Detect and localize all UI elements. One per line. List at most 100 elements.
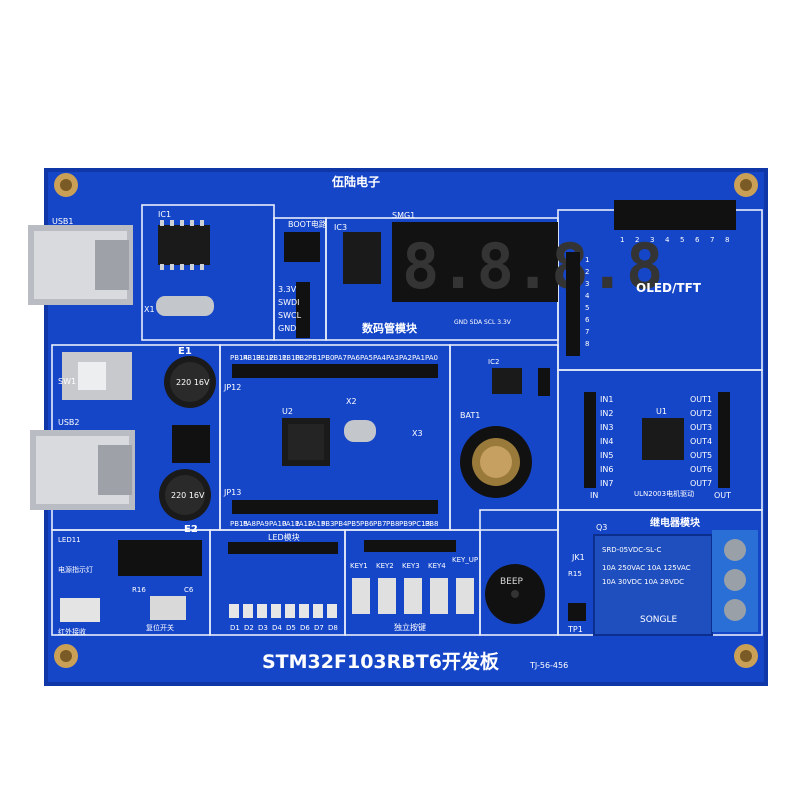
capacitor-e1 <box>164 356 216 408</box>
swd-label-2: SWDI <box>278 298 300 307</box>
jp13-pin: PB3 <box>321 520 334 528</box>
bat-label: BAT1 <box>460 411 480 420</box>
smg-pin-6: 6 <box>585 316 590 324</box>
led-name: D2 <box>244 624 254 632</box>
jp12-pin: PA3 <box>386 354 399 362</box>
oled-pin-6: 6 <box>695 236 700 244</box>
ic2-label: IC2 <box>488 358 499 366</box>
boot-label: BOOT电路 <box>288 219 327 229</box>
key-label: KEY4 <box>428 562 446 570</box>
jp13-pin: PB15 <box>230 520 248 528</box>
led-name: D4 <box>272 624 282 632</box>
out-label: OUT <box>714 491 731 500</box>
power-header <box>118 540 202 576</box>
jp13-pin-labels: PB15 PA8 PA9 PA10 PA11 PA12 PA15 PB3 PB4… <box>230 520 438 528</box>
relay-rating-ac: 10A 250VAC 10A 125VAC <box>602 564 691 572</box>
key-label: KEY2 <box>376 562 394 570</box>
ir-receiver <box>60 598 100 622</box>
ic3-label: IC3 <box>334 223 347 232</box>
jp12-label: JP12 <box>223 383 241 392</box>
jp13-pin: PA11 <box>282 520 299 528</box>
tp1-label: TP1 <box>567 625 583 634</box>
jp13-pin: PB8 <box>425 520 438 528</box>
led-header <box>228 542 338 554</box>
jp12-pin: PA1 <box>412 354 425 362</box>
jp13-pin: PA9 <box>256 520 269 528</box>
ic1-label: IC1 <box>158 210 171 219</box>
jk1-label: JK1 <box>571 553 585 562</box>
out-pin: OUT7 <box>690 479 712 488</box>
in-label: IN <box>590 491 598 500</box>
led-name: D5 <box>286 624 296 632</box>
smg-pin-7: 7 <box>585 328 589 336</box>
sw1-label: SW1 <box>58 377 76 386</box>
jp12-pin: PB10 <box>282 354 300 362</box>
led-name-labels: D1 D2 D3 D4 D5 D6 D7 D8 <box>230 624 338 632</box>
u2-label: U2 <box>282 407 293 416</box>
jp12-pin: PB14 <box>230 354 248 362</box>
smg-pin-4: 4 <box>585 292 590 300</box>
jp12-pin: PA7 <box>334 354 347 362</box>
power-switch <box>62 352 132 400</box>
jp13-pin: PB4 <box>334 520 348 528</box>
out-pin-labels: OUT1 OUT2 OUT3 OUT4 OUT5 OUT6 OUT7 <box>690 395 712 488</box>
oled-pin-5: 5 <box>680 236 684 244</box>
in-header <box>584 392 596 488</box>
swd-label-3: SWCL <box>278 311 302 320</box>
e1-value: 220 16V <box>176 378 210 387</box>
jp13-pin: PB9 <box>399 520 412 528</box>
out-pin: OUT1 <box>690 395 712 404</box>
tp1-connector <box>568 603 586 621</box>
key-label: KEY3 <box>402 562 420 570</box>
keys-title: 独立按键 <box>394 622 426 632</box>
i2c-pins-label: GND SDA SCL 3.3V <box>454 319 512 326</box>
oled-pin-1: 1 <box>620 236 624 244</box>
led-title: LED模块 <box>268 532 300 542</box>
jp13-pin: PA8 <box>243 520 256 528</box>
terminal-block <box>712 530 758 632</box>
in-pin: IN1 <box>600 395 613 404</box>
oled-pin-3: 3 <box>650 236 654 244</box>
jp12-pin: PB1 <box>308 354 321 362</box>
i2c-header <box>538 368 550 396</box>
ir-label: 红外接收 <box>58 627 86 636</box>
key-label: KEY_UP <box>452 556 478 564</box>
jp12-pin-labels: PB14 PB13 PB12 PB11 PB10 PB2 PB1 PB0 PA7… <box>230 354 438 362</box>
smg-header <box>566 252 580 356</box>
boot-jumper <box>284 232 320 262</box>
e2-label: E2 <box>184 524 198 535</box>
jp12-pin: PB0 <box>321 354 334 362</box>
oled-header <box>614 200 736 230</box>
ic3-chip <box>343 232 381 284</box>
buzzer <box>485 564 545 624</box>
mcu-u2 <box>282 418 330 466</box>
battery-holder <box>460 426 532 498</box>
smg-pin-2: 2 <box>585 268 589 276</box>
usb2-connector <box>30 430 135 510</box>
jp12-header <box>232 364 438 378</box>
out-pin: OUT6 <box>690 465 712 474</box>
key-label: KEY1 <box>350 562 368 570</box>
out-pin: OUT3 <box>690 423 712 432</box>
crystal-x2 <box>344 420 376 442</box>
smg-pin-1: 1 <box>585 256 589 264</box>
jp12-pin: PA2 <box>399 354 412 362</box>
buzzer-label: BEEP <box>500 577 524 587</box>
in-pin: IN3 <box>600 423 613 432</box>
oled-pin-4: 4 <box>665 236 670 244</box>
relay-title: 继电器模块 <box>650 516 701 529</box>
jp13-pin: PB8 <box>386 520 399 528</box>
model-code: TJ-56-456 <box>529 661 568 670</box>
smg-title: 数码管模块 <box>362 321 418 335</box>
crystal-x1 <box>156 296 214 316</box>
smg1-label: SMG1 <box>392 211 415 220</box>
led11-label: LED11 <box>58 536 81 544</box>
swd-label-4: GND <box>278 324 296 333</box>
smg-pin-8: 8 <box>585 340 589 348</box>
in-pin: IN4 <box>600 437 613 446</box>
reset-button <box>150 596 186 620</box>
jp12-pin: PA6 <box>347 354 361 362</box>
out-pin: OUT5 <box>690 451 712 460</box>
seven-segment-display: 8.8.8.8 <box>392 222 663 303</box>
